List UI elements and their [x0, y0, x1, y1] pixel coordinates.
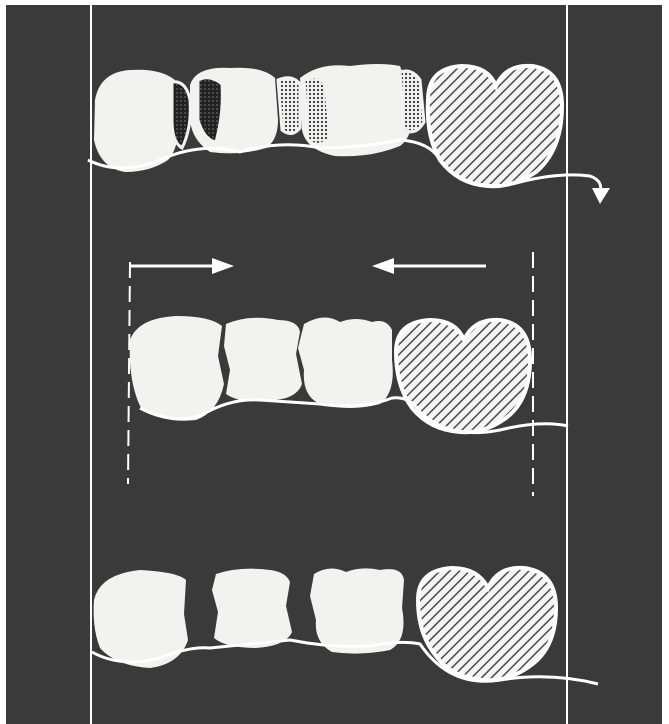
row1-contact-4: [304, 77, 330, 144]
row2-tooth-hatched: [396, 320, 530, 432]
border-right: [662, 0, 669, 724]
row2-tooth-1: [130, 316, 224, 421]
row1-contact-5: [400, 71, 424, 132]
row2-tooth-3: [298, 317, 393, 408]
border-top: [0, 0, 669, 5]
row3-tooth-2: [212, 569, 292, 648]
row2-tooth-2: [224, 318, 302, 401]
row1-contact-2: [198, 78, 222, 142]
border-left: [0, 0, 6, 724]
row3-tooth-3: [310, 568, 404, 653]
row1-contact-1: [172, 82, 190, 148]
row1-contact-3: [278, 78, 300, 134]
